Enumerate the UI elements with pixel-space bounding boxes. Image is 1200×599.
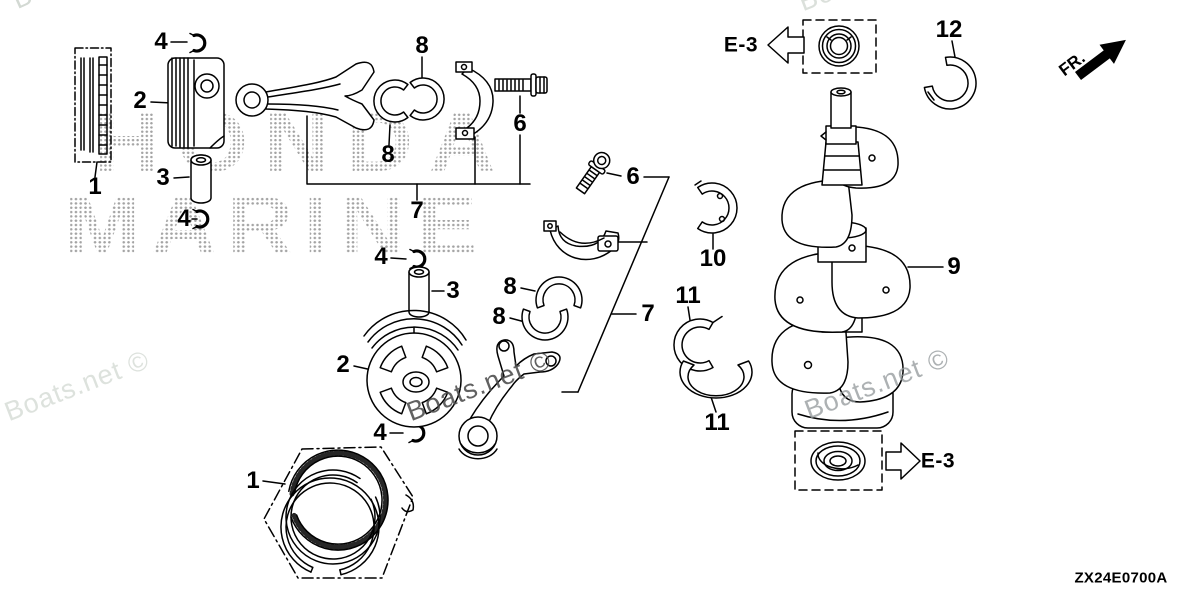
callout-4-upper-mid: 4: [177, 205, 191, 232]
crankshaft: [771, 87, 911, 429]
piston-pin-mid: [408, 266, 430, 318]
piston-ring-set-hexagon: [263, 446, 415, 579]
callout-11-upper: 11: [675, 282, 701, 309]
callout-12: 12: [935, 16, 963, 43]
rod-bearing-cap-mid: [543, 220, 620, 261]
callout-11-lower: 11: [704, 409, 730, 436]
connecting-rod-mid: [458, 339, 561, 460]
callout-9: 9: [947, 253, 961, 280]
thrust-washer-12: [923, 56, 977, 110]
callout-8-top-b: 8: [381, 141, 395, 168]
thrust-washer-11-lower: [679, 360, 753, 399]
rod-bearing-shell-mid-lower: [521, 308, 569, 341]
e3-arrow-bottom: [885, 442, 921, 480]
callout-4-mid: 4: [374, 243, 388, 270]
piston-pin-top: [190, 154, 212, 204]
ref-label-e3-bottom: E-3: [920, 449, 956, 473]
callout-8-mid-a: 8: [503, 273, 517, 300]
piston-side-view: [167, 57, 225, 149]
pin-clip-mid: [409, 248, 427, 270]
watermark-brand-line2: MARINE: [64, 178, 488, 272]
main-bearing-shell-10: [694, 180, 738, 234]
piston-ring-set-box: [74, 47, 112, 163]
callout-3-top: 3: [156, 164, 170, 191]
callout-1-bottom: 1: [246, 467, 260, 494]
fr-direction-arrow: [1074, 39, 1126, 80]
callout-8-mid-b: 8: [492, 303, 506, 330]
rod-bolt-top: [494, 73, 548, 97]
callout-2-top: 2: [133, 87, 147, 114]
callout-2-mid: 2: [336, 351, 350, 378]
callout-7-mid: 7: [641, 300, 655, 327]
callout-3-mid: 3: [446, 277, 460, 304]
connecting-rod-top: [235, 61, 375, 131]
pin-clip-top: [189, 32, 207, 54]
callout-10: 10: [699, 245, 727, 272]
ref-label-e3-top: E-3: [723, 33, 759, 57]
callout-1-top: 1: [88, 173, 102, 200]
rod-bolt-mid: [575, 151, 611, 195]
diagram-code: ZX24E0700A: [1074, 569, 1168, 587]
e3-arrow-top: [767, 26, 805, 64]
callout-4-lower: 4: [373, 419, 387, 446]
pin-clip-upper-mid: [192, 208, 210, 230]
rod-bearing-shell-top-left: [373, 79, 409, 123]
oil-seal-box-top: [802, 19, 877, 74]
callout-7-top: 7: [410, 197, 424, 224]
leader-lines: [94, 40, 956, 485]
callout-6-mid: 6: [626, 163, 640, 190]
rod-bearing-shell-mid-upper: [535, 276, 583, 309]
rod-bearing-cap-top: [455, 61, 494, 140]
thrust-washer-11-upper: [673, 315, 723, 372]
piston-bottom-view: [363, 309, 467, 428]
callout-6-top: 6: [513, 110, 527, 137]
callout-8-top-a: 8: [415, 32, 429, 59]
rod-bearing-shell-top-right: [409, 77, 445, 121]
callout-4-top: 4: [154, 28, 168, 55]
oil-seal-box-bottom: [794, 430, 883, 491]
